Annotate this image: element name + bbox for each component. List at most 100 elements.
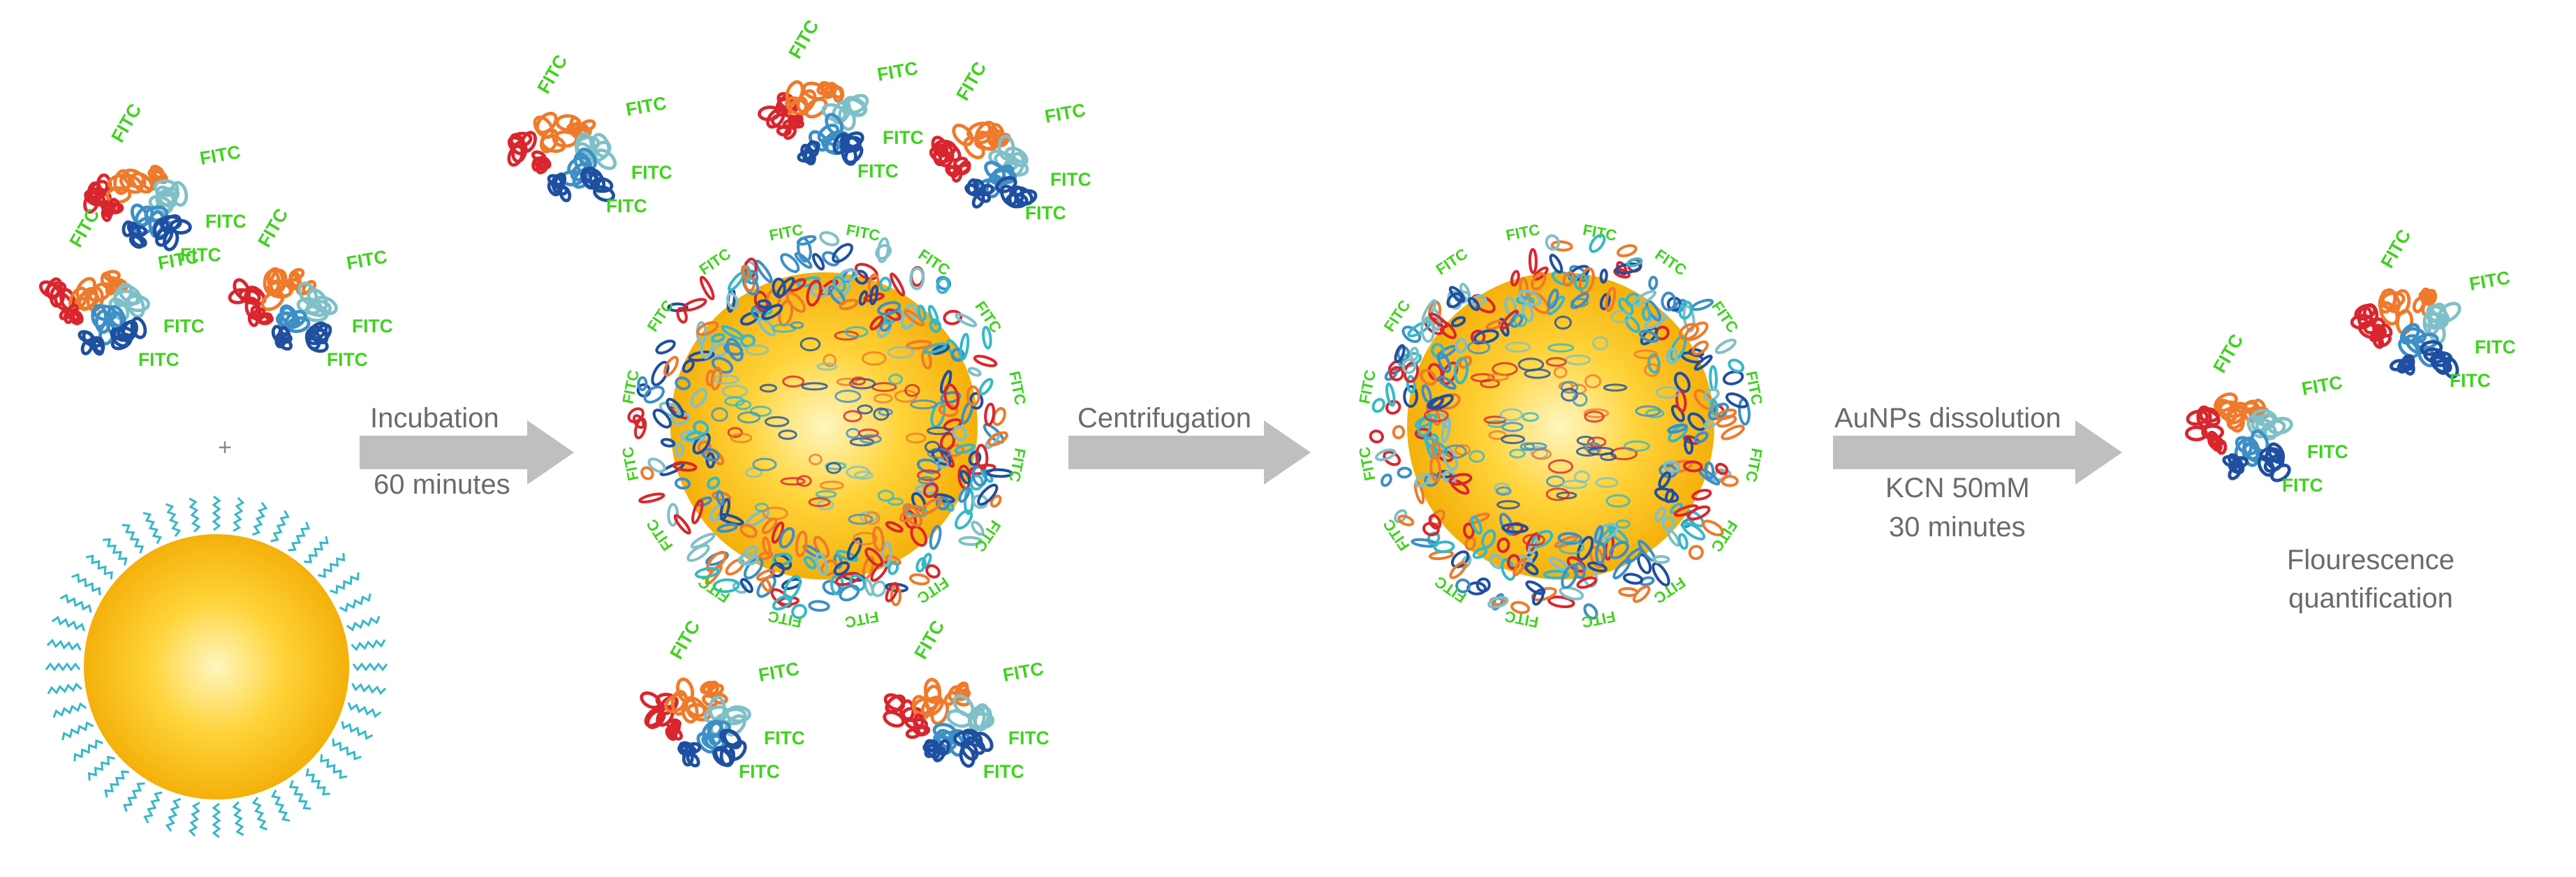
helix-segment xyxy=(2196,405,2212,429)
helix-segment xyxy=(251,307,266,320)
corona-protein-fragment xyxy=(1592,336,1609,351)
corona-protein-fragment xyxy=(917,469,941,481)
fitc-label: FITC xyxy=(2468,267,2512,295)
corona-protein-fragment xyxy=(888,561,899,575)
corona-protein-fragment xyxy=(744,467,763,478)
helix-segment xyxy=(288,267,305,281)
fitc-label: FITC xyxy=(619,368,642,405)
corona-protein-fragment xyxy=(1665,347,1679,364)
helix-segment xyxy=(80,339,94,355)
fitc-label: FITC xyxy=(910,617,948,663)
corona-protein-fragment xyxy=(1610,310,1631,324)
corona-protein-fragment xyxy=(1450,316,1466,327)
corona-protein-fragment xyxy=(1427,397,1444,410)
corona-protein-fragment xyxy=(910,525,928,547)
corona-protein-fragment xyxy=(1599,268,1608,284)
corona-protein-fragment xyxy=(1509,448,1526,459)
helix-segment xyxy=(2403,353,2415,371)
corona-protein-fragment xyxy=(854,471,874,480)
corona-protein-fragment xyxy=(873,407,890,421)
corona-protein-fragment xyxy=(881,541,892,568)
fitc-label: FITC xyxy=(1708,298,1742,337)
helix-segment xyxy=(155,185,177,208)
corona-protein-fragment xyxy=(1661,291,1677,311)
corona-protein-fragment xyxy=(978,378,994,396)
corona-protein-fragment xyxy=(1565,354,1591,366)
corona-protein-fragment xyxy=(745,344,770,356)
corona-protein-fragment xyxy=(1409,346,1420,361)
corona-protein-fragment xyxy=(754,503,770,513)
corona-protein-fragment xyxy=(801,382,828,391)
corona-protein-fragment xyxy=(1441,417,1452,443)
helix-segment xyxy=(582,166,598,190)
corona-protein-fragment xyxy=(1644,363,1661,377)
fitc-label: FITC xyxy=(642,516,676,554)
fitc-label: FITC xyxy=(1652,246,1691,279)
corona-protein-fragment xyxy=(1715,462,1729,476)
corona-protein-fragment xyxy=(1651,562,1670,587)
corona-protein-fragment xyxy=(1573,273,1589,291)
corona-protein-fragment xyxy=(933,493,955,503)
corona-protein-fragment xyxy=(755,259,773,283)
fitc-label: FITC xyxy=(1433,244,1471,278)
corona-protein-fragment xyxy=(764,416,790,427)
fitc-label: FITC xyxy=(345,246,389,274)
corona-protein-fragment xyxy=(1385,382,1396,407)
helix-segment xyxy=(640,691,661,709)
corona-protein-fragment xyxy=(1433,540,1455,554)
helix-segment xyxy=(883,710,905,728)
fluorescence-label: Flourescence xyxy=(2287,545,2454,575)
corona-protein-fragment xyxy=(1558,540,1585,555)
ligand-chain xyxy=(71,573,101,596)
corona-protein-fragment xyxy=(1392,425,1406,440)
corona-protein-fragment xyxy=(958,536,983,546)
ligand-chain xyxy=(122,782,145,812)
corona-protein-fragment xyxy=(719,498,730,520)
ligand-chain xyxy=(351,683,387,695)
helix-segment xyxy=(2184,425,2208,442)
corona-protein-fragment xyxy=(1673,504,1699,517)
corona-protein-fragment xyxy=(762,506,788,520)
fitc-label: FITC xyxy=(1504,221,1541,244)
corona-protein-fragment xyxy=(1528,248,1538,274)
ligand-chain xyxy=(104,770,129,798)
helix-segment xyxy=(103,270,121,282)
helix-segment xyxy=(2228,461,2245,474)
corona-protein-fragment xyxy=(1715,408,1737,421)
protein-corona-nanoparticle-1: FITCFITCFITCFITCFITCFITCFITCFITCFITCFITC… xyxy=(619,221,1029,631)
helix-segment xyxy=(1013,186,1034,206)
corona-protein-fragment xyxy=(1576,576,1598,589)
fitc-label: FITC xyxy=(757,658,801,686)
corona-protein-fragment xyxy=(1524,368,1551,379)
corona-protein-fragment xyxy=(1546,295,1566,316)
fitc-label: FITC xyxy=(1379,516,1413,554)
corona-protein-fragment xyxy=(757,299,772,309)
corona-protein-fragment xyxy=(887,497,904,506)
corona-protein-fragment xyxy=(1469,513,1490,524)
fitc-label: FITC xyxy=(739,761,780,782)
corona-protein-fragment xyxy=(834,330,860,341)
corona-protein-fragment xyxy=(749,406,772,417)
corona-protein-fragment xyxy=(861,351,887,366)
fitc-label: FITC xyxy=(2475,337,2516,358)
corona-protein-fragment xyxy=(870,561,889,582)
ligand-chain xyxy=(251,501,268,536)
helix-segment xyxy=(964,736,986,756)
arrow-shape xyxy=(360,420,574,485)
ligand-chain xyxy=(51,615,86,632)
corona-protein-fragment xyxy=(782,375,805,388)
corona-protein-fragment xyxy=(760,577,772,593)
helix-segment xyxy=(2257,455,2275,477)
corona-protein-fragment xyxy=(691,499,704,524)
corona-protein-fragment xyxy=(848,513,874,525)
helix-segment xyxy=(306,336,329,353)
helix-segment xyxy=(2402,327,2427,344)
corona-protein-fragment xyxy=(1714,338,1737,355)
helix-segment xyxy=(2267,442,2286,464)
corona-protein-fragment xyxy=(1448,286,1466,303)
corona-protein-fragment xyxy=(1576,536,1594,561)
corona-protein-fragment xyxy=(955,509,973,530)
corona-protein-fragment xyxy=(725,558,745,576)
corona-protein-fragment xyxy=(1725,392,1749,408)
